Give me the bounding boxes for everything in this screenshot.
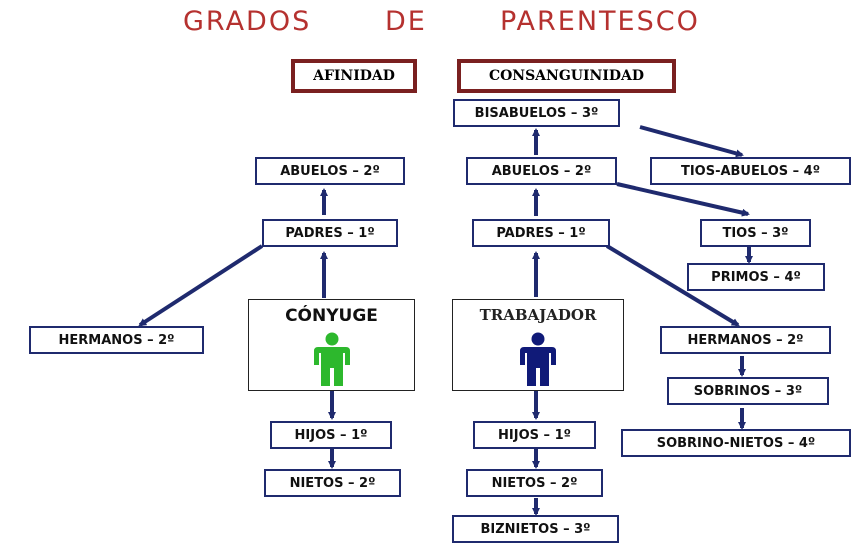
consanguinidad-header: CONSANGUINIDAD	[457, 59, 676, 93]
primos-node: PRIMOS – 4º	[687, 263, 825, 291]
bisabuelos-node: BISABUELOS – 3º	[453, 99, 620, 127]
afinidad-abuelos-node: ABUELOS – 2º	[255, 157, 405, 185]
trabajador-label: TRABAJADOR	[479, 306, 597, 324]
afinidad-padres-node: PADRES – 1º	[262, 219, 398, 247]
afinidad-hermanos-node: HERMANOS – 2º	[29, 326, 204, 354]
consanguinidad-hijos-node: HIJOS – 1º	[473, 421, 596, 449]
biznietos-node: BIZNIETOS – 3º	[452, 515, 619, 543]
consanguinidad-nietos-node: NIETOS – 2º	[466, 469, 603, 497]
title-parentesco: PARENTESCO	[500, 6, 700, 37]
arrow-bisabuelos-tios-abuelos	[639, 125, 744, 158]
person-icon	[310, 332, 354, 392]
sobrinos-node: SOBRINOS – 3º	[667, 377, 829, 405]
consanguinidad-abuelos-node: ABUELOS – 2º	[466, 157, 617, 185]
arrow-abuelos-tios	[616, 182, 750, 217]
arrow-padres-hermanos-afinidad	[138, 244, 264, 327]
afinidad-hijos-node: HIJOS – 1º	[270, 421, 392, 449]
arrow-padres-hermanos	[605, 244, 740, 327]
title-de: DE	[385, 6, 427, 37]
sobrino-nietos-node: SOBRINO-NIETOS – 4º	[621, 429, 851, 457]
trabajador-box: TRABAJADOR	[452, 299, 624, 391]
consanguinidad-padres-node: PADRES – 1º	[472, 219, 610, 247]
afinidad-nietos-node: NIETOS – 2º	[264, 469, 401, 497]
conyuge-box: CÓNYUGE	[248, 299, 415, 391]
conyuge-label: CÓNYUGE	[285, 306, 378, 326]
tios-abuelos-node: TIOS-ABUELOS – 4º	[650, 157, 851, 185]
person-icon	[516, 332, 560, 392]
afinidad-header: AFINIDAD	[291, 59, 417, 93]
title-grados: GRADOS	[183, 6, 312, 37]
tios-node: TIOS – 3º	[700, 219, 811, 247]
consanguinidad-hermanos-node: HERMANOS – 2º	[660, 326, 831, 354]
